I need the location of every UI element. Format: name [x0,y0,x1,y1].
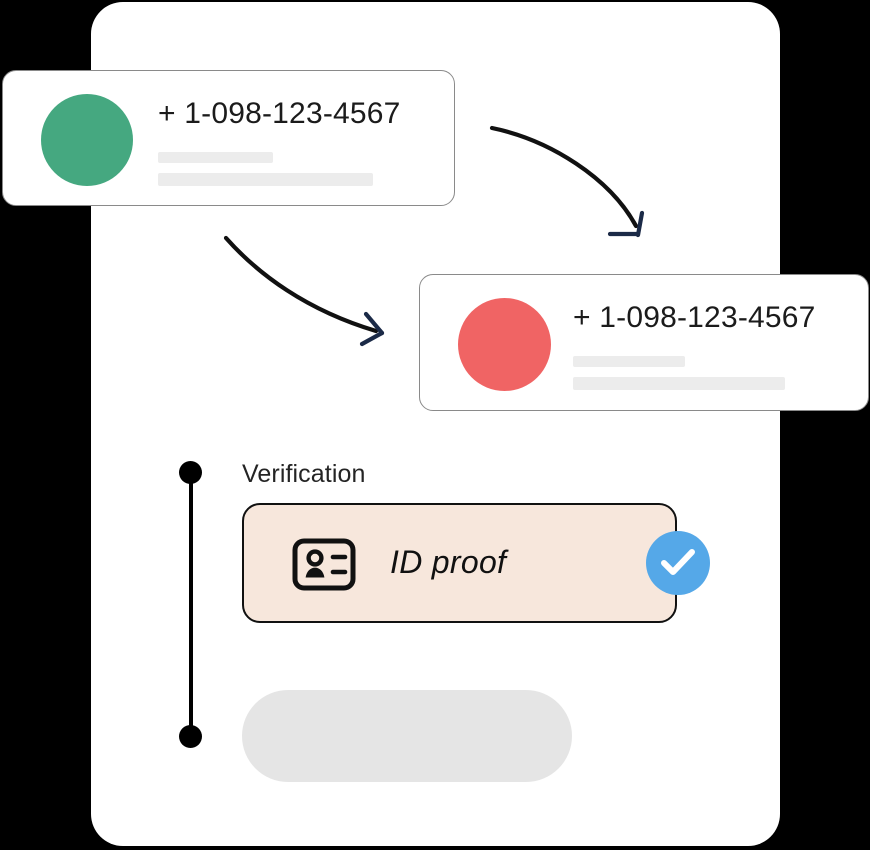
contact-card-red[interactable]: + 1-098-123-4567 [419,274,869,411]
id-proof-label: ID proof [390,544,507,580]
check-icon [661,549,695,575]
arrow-top-right-icon [489,125,645,238]
placeholder-bar [573,377,785,390]
phone-number: + 1-098-123-4567 [573,301,816,334]
timeline-connector [189,473,193,737]
arrow-bottom-left-icon [223,235,385,347]
placeholder-bar [573,356,685,367]
status-badge-verified[interactable] [646,531,710,595]
placeholder-bar [158,173,373,186]
timeline-dot-bottom [179,725,202,748]
contact-card-green[interactable]: + 1-098-123-4567 [2,70,455,206]
pill-placeholder [242,690,572,782]
avatar [41,94,133,186]
timeline-dot-top [179,461,202,484]
verification-section-title: Verification [242,460,366,488]
avatar [458,298,551,391]
id-card-icon [292,538,356,591]
id-proof-card[interactable]: ID proof [242,503,677,623]
phone-number: + 1-098-123-4567 [158,97,401,130]
placeholder-bar [158,152,273,163]
